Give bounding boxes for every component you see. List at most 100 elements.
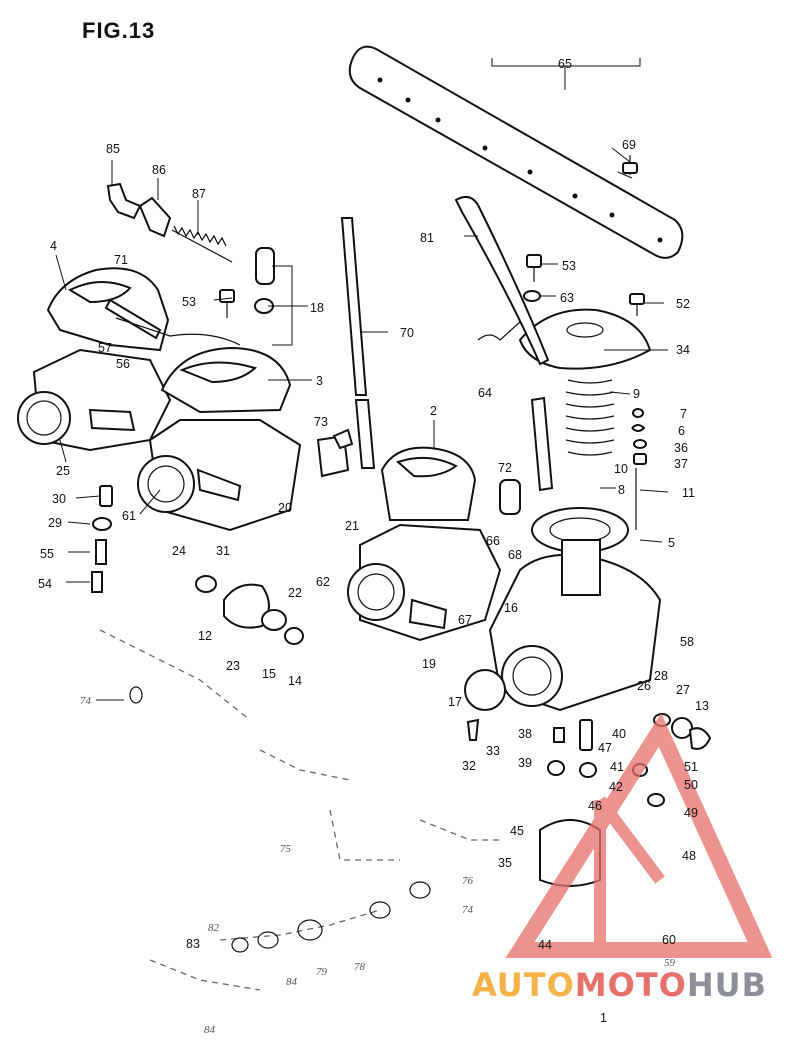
carburetor-third xyxy=(347,446,502,642)
callout-86: 86 xyxy=(152,163,166,177)
callout-15: 15 xyxy=(262,667,276,681)
screw-52 xyxy=(629,293,645,316)
callout-73: 73 xyxy=(314,415,328,429)
callout-27: 27 xyxy=(676,683,690,697)
callout-67: 67 xyxy=(458,613,472,627)
callout-57: 57 xyxy=(98,341,112,355)
callout-55: 55 xyxy=(40,547,54,561)
callout-59: 59 xyxy=(664,957,676,969)
callout-72: 72 xyxy=(498,461,512,475)
callout-47: 47 xyxy=(598,741,612,755)
callout-34: 34 xyxy=(676,343,690,357)
callout-44: 44 xyxy=(538,938,552,952)
small-parts-right xyxy=(631,408,647,465)
callout-28: 28 xyxy=(654,669,668,683)
washer-63 xyxy=(523,290,541,302)
callout-84-a: 84 xyxy=(286,976,298,988)
callout-69: 69 xyxy=(622,138,636,152)
callout-48: 48 xyxy=(682,849,696,863)
callout-2: 2 xyxy=(430,404,437,418)
callout-14: 14 xyxy=(288,674,302,688)
hose-81 xyxy=(454,195,554,492)
callout-3: 3 xyxy=(316,374,323,388)
callout-61: 61 xyxy=(122,509,136,523)
leader-lines xyxy=(59,147,669,701)
callout-7: 7 xyxy=(680,407,687,421)
callout-40: 40 xyxy=(612,727,626,741)
callout-1: 1 xyxy=(600,1011,607,1025)
callout-33: 33 xyxy=(486,744,500,758)
callout-4: 4 xyxy=(50,239,57,253)
callout-87: 87 xyxy=(192,187,206,201)
callout-39: 39 xyxy=(518,756,532,770)
callout-63: 63 xyxy=(560,291,574,305)
callout-85: 85 xyxy=(106,142,120,156)
callout-37: 37 xyxy=(674,457,688,471)
callout-82: 82 xyxy=(208,922,220,934)
callout-6: 6 xyxy=(678,424,685,438)
callout-79: 79 xyxy=(316,966,328,978)
watermark-logo: AUTOMOTOHUB xyxy=(472,966,767,1004)
callout-84-b: 84 xyxy=(204,1024,216,1036)
callout-64: 64 xyxy=(478,386,492,400)
watermark-auto: AUTO xyxy=(472,966,575,1004)
fitting-73 xyxy=(316,428,354,478)
callout-76: 76 xyxy=(462,875,474,887)
spring-87 xyxy=(171,200,233,263)
callout-60: 60 xyxy=(662,933,676,947)
top-cap-34 xyxy=(518,308,652,370)
faint-linkage-bottom xyxy=(99,629,500,991)
linkage-left xyxy=(88,408,136,593)
callout-21: 21 xyxy=(345,519,359,533)
callout-11: 11 xyxy=(682,486,695,500)
callout-81: 81 xyxy=(420,231,434,245)
callout-74-left: 74 xyxy=(80,695,92,707)
callout-53-left: 53 xyxy=(182,295,196,309)
callout-8: 8 xyxy=(618,483,625,497)
intake-rail xyxy=(348,45,684,259)
callout-18: 18 xyxy=(310,301,324,315)
lower-left-parts xyxy=(195,575,304,645)
callout-58: 58 xyxy=(680,635,694,649)
callout-13: 13 xyxy=(695,699,709,713)
callout-5: 5 xyxy=(668,536,675,550)
callout-26: 26 xyxy=(637,679,651,693)
callout-41: 41 xyxy=(610,760,624,774)
callout-31: 31 xyxy=(216,544,230,558)
callout-66: 66 xyxy=(486,534,500,548)
callout-32: 32 xyxy=(462,759,476,773)
callout-46: 46 xyxy=(588,799,602,813)
callout-45: 45 xyxy=(510,824,524,838)
callout-12: 12 xyxy=(198,629,212,643)
callout-25: 25 xyxy=(56,464,70,478)
callout-23: 23 xyxy=(226,659,240,673)
callout-52: 52 xyxy=(676,297,690,311)
callout-38: 38 xyxy=(518,727,532,741)
bracket-85 xyxy=(106,160,142,220)
figure-title: FIG.13 xyxy=(82,18,156,43)
screw-53-right xyxy=(526,254,542,282)
callout-9: 9 xyxy=(633,387,640,401)
fuel-tube-71 xyxy=(115,317,241,346)
callout-65: 65 xyxy=(558,57,572,71)
callout-68: 68 xyxy=(508,548,522,562)
callout-labels: 1 2 3 4 5 6 7 8 9 10 11 12 13 14 15 16 1… xyxy=(38,57,709,1036)
callout-20: 20 xyxy=(278,501,292,515)
bracket-86 xyxy=(138,178,172,238)
carburetor-second xyxy=(137,346,302,532)
callout-71: 71 xyxy=(114,253,128,267)
clip-64 xyxy=(477,321,521,341)
callout-30: 30 xyxy=(52,492,66,506)
callout-53-right: 53 xyxy=(562,259,576,273)
callout-75: 75 xyxy=(280,843,292,855)
spring-9 xyxy=(565,379,615,456)
callout-74-right: 74 xyxy=(462,904,474,916)
watermark-hub: HUB xyxy=(686,966,768,1004)
callout-78: 78 xyxy=(354,961,366,973)
callout-70: 70 xyxy=(400,326,414,340)
callout-83: 83 xyxy=(186,937,200,951)
callout-51: 51 xyxy=(684,760,698,774)
callout-10: 10 xyxy=(614,462,628,476)
sleeve xyxy=(255,247,275,285)
